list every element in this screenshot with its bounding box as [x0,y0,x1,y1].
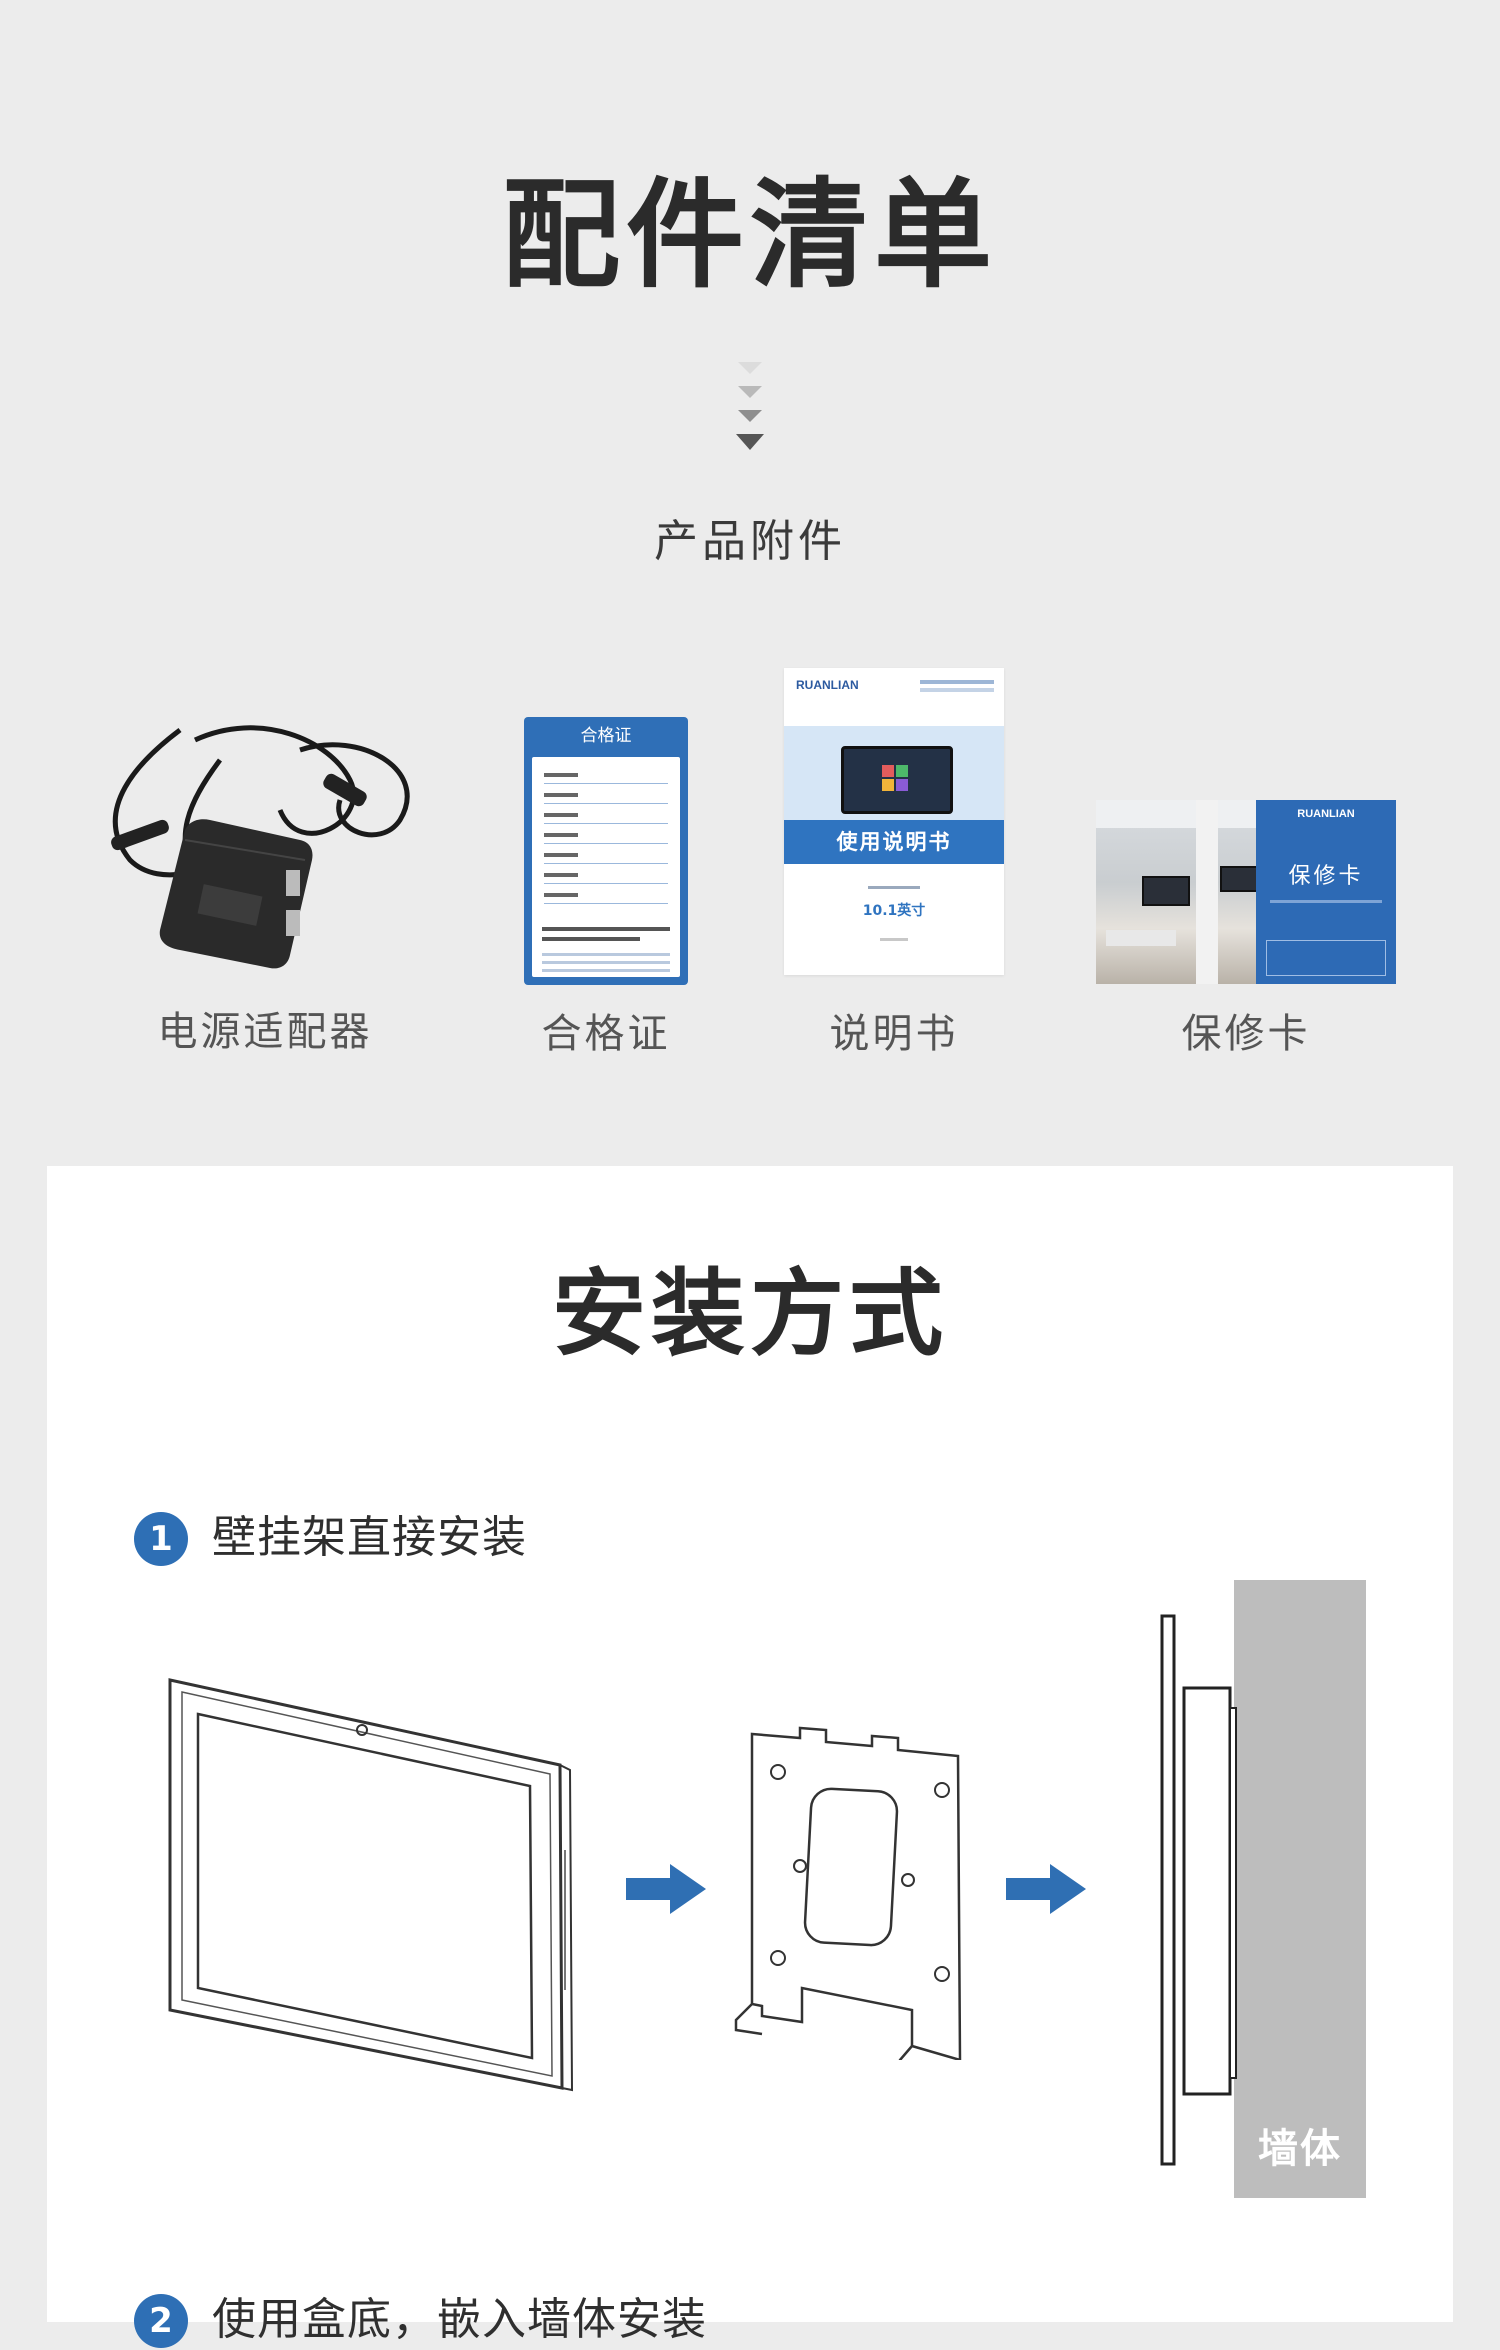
manual-brand: RUANLIAN [796,678,859,692]
certificate-heading: 合格证 [580,726,632,746]
accessory-label: 保修卡 [1181,1011,1311,1057]
warranty-title: 保修卡 [1288,864,1364,889]
accessories-subtitle: 产品附件 [654,516,846,567]
step-number-badge: 2 [134,2294,188,2348]
accessories-title: 配件清单 [501,166,998,304]
arrow-right-icon [1006,1864,1086,1914]
step-label: 壁挂架直接安装 [212,1512,527,1563]
warranty-brand: RUANLIAN [1297,808,1355,820]
power-adapter-image [111,725,410,969]
accessory-label: 说明书 [829,1011,959,1057]
arrow-right-icon [626,1864,706,1914]
certificate-card-image: 合格证 [524,717,688,985]
step-label: 使用盒底，嵌入墙体安装 [212,2294,707,2345]
step-number-badge: 1 [134,1512,188,1566]
accessory-label: 电源适配器 [157,1009,373,1055]
side-view-mount-drawing [1160,1614,1237,2166]
chevron-down-icon [736,362,764,450]
manual-size-text: 10.1英寸 [862,903,926,919]
wall-block: 墙体 [1234,1580,1366,2198]
tablet-device-drawing [168,1678,574,2092]
warranty-card-image: RUANLIAN 保修卡 [1096,800,1396,984]
manual-band-text: 使用说明书 [784,820,1004,864]
accessory-power-adapter: 电源适配器 [100,720,430,1060]
wall-bracket-drawing [734,1726,962,2060]
accessory-label: 合格证 [541,1011,671,1057]
wall-label: 墙体 [1258,2126,1342,2172]
install-title: 安装方式 [551,1260,948,1369]
manual-booklet-image: RUANLIAN 使用说明书 10.1英寸 [784,668,1004,975]
